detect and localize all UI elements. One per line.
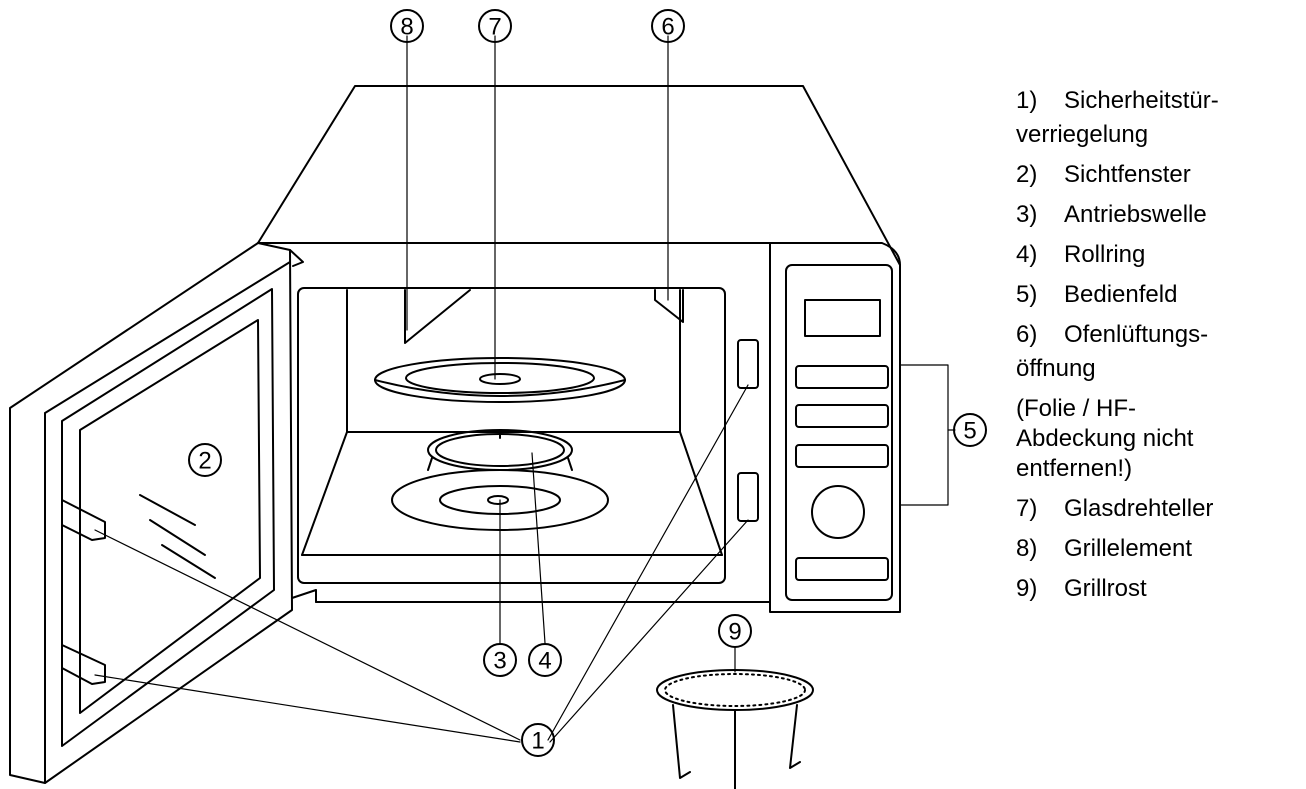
legend-label: Rollring <box>1064 241 1146 268</box>
panel-button-2 <box>795 404 889 428</box>
leader-lines <box>94 35 956 743</box>
legend-number: 5) <box>1016 281 1038 308</box>
callout-circle-8 <box>390 9 424 43</box>
legend-number: 1) <box>1016 87 1038 114</box>
legend-label: Antriebswelle <box>1064 201 1207 228</box>
door-inner-frame <box>44 261 291 784</box>
door-hinge-top <box>289 249 304 267</box>
grill-rack-grid <box>664 673 806 707</box>
control-panel-housing <box>769 242 901 613</box>
callout-circle-7 <box>478 9 512 43</box>
legend-label-continued: verriegelung <box>1016 121 1149 148</box>
microwave-diagram: 8 7 6 2 3 4 5 9 1 <box>9 9 987 789</box>
legend-item-3: 3) Antriebswelle <box>1016 200 1306 230</box>
legend-label-continued: öffnung <box>1016 355 1096 382</box>
window-reflection-1 <box>139 494 196 526</box>
callout-circle-5 <box>953 413 987 447</box>
legend-label: Sicherheitstür- <box>1064 87 1219 114</box>
legend-number: 6) <box>1016 321 1038 348</box>
door-window-frame <box>61 288 275 747</box>
callout-number-6: 6 <box>661 14 674 41</box>
door-latch-upper <box>61 499 106 541</box>
legend-item-6: 6) Ofenlüftungs- öffnung <box>1016 320 1306 384</box>
turntable-rim <box>374 379 626 397</box>
callout-number-8: 8 <box>400 14 413 41</box>
legend-number: 7) <box>1016 495 1038 522</box>
window-reflection-3 <box>161 544 216 579</box>
window-reflection-2 <box>149 519 206 556</box>
legend-item-8: 8) Grillelement <box>1016 534 1306 564</box>
grill-rack-legs <box>672 704 801 789</box>
legend-label: Ofenlüftungs- <box>1064 321 1209 348</box>
door-outline <box>9 242 293 784</box>
cavity-floor-right <box>679 431 723 556</box>
legend-item-2: 2) Sichtfenster <box>1016 160 1306 190</box>
legend-number: 2) <box>1016 161 1038 188</box>
glass-turntable-inner <box>405 362 595 394</box>
callout-circle-9 <box>718 614 752 648</box>
roller-ring-wheels <box>427 429 573 471</box>
legend-label: Bedienfeld <box>1064 281 1178 308</box>
callout-number-7: 7 <box>488 14 501 41</box>
legend-item-1: 1) Sicherheitstür- verriegelung <box>1016 86 1306 150</box>
callout-circle-1 <box>521 723 555 757</box>
legend-label: Grillrost <box>1064 575 1147 602</box>
callout-number-4: 4 <box>538 648 551 675</box>
legend-number: 3) <box>1016 201 1038 228</box>
legend-label: Sichtfenster <box>1064 161 1191 188</box>
legend-label: Grillelement <box>1064 535 1193 562</box>
callout-number-1: 1 <box>531 728 544 755</box>
callout-circle-4 <box>528 643 562 677</box>
legend-item-9: 9) Grillrost <box>1016 574 1306 604</box>
door-hinge-bottom <box>291 589 317 603</box>
panel-button-3 <box>795 444 889 468</box>
display-window <box>804 299 881 337</box>
latch-slot-upper <box>737 339 759 389</box>
drive-shaft <box>487 495 509 505</box>
callout-number-2: 2 <box>198 448 211 475</box>
callout-circle-3 <box>483 643 517 677</box>
door-release-button <box>795 557 889 581</box>
legend-note-line: entfernen!) <box>1016 455 1133 482</box>
legend-item-5: 5) Bedienfeld <box>1016 280 1306 310</box>
grill-rack <box>656 669 814 711</box>
callout-number-5: 5 <box>963 418 976 445</box>
callout-circle-2 <box>188 443 222 477</box>
legend-note: (Folie / HF- Abdeckung nicht entfernen!) <box>1016 394 1306 484</box>
cavity-opening <box>297 287 726 584</box>
vent-cover <box>654 289 684 323</box>
legend-note-line: Abdeckung nicht <box>1016 425 1194 452</box>
door-latch-lower <box>61 644 106 685</box>
parts-legend: 1) Sicherheitstür- verriegelung 2) Sichtfe… <box>1016 86 1306 614</box>
callout-number-3: 3 <box>493 648 506 675</box>
legend-number: 9) <box>1016 575 1038 602</box>
legend-item-7: 7) Glasdrehteller <box>1016 494 1306 524</box>
cavity-floor-left <box>301 431 348 556</box>
door-window <box>79 319 261 714</box>
legend-note-line: (Folie / HF- <box>1016 395 1136 422</box>
latch-slot-lower <box>737 472 759 522</box>
panel-button-1 <box>795 365 889 389</box>
legend-item-4: 4) Rollring <box>1016 240 1306 270</box>
legend-number: 8) <box>1016 535 1038 562</box>
control-panel-face <box>785 264 893 601</box>
cavity-back-wall <box>346 289 681 433</box>
callout-number-9: 9 <box>728 619 741 646</box>
cabinet-front-frame <box>289 242 771 603</box>
legend-label: Glasdrehteller <box>1064 495 1214 522</box>
legend-number: 4) <box>1016 241 1038 268</box>
cabinet-top <box>257 85 901 266</box>
grill-element-cover <box>404 289 471 344</box>
control-knob <box>811 485 865 539</box>
callout-circle-6 <box>651 9 685 43</box>
turntable-hub <box>479 373 521 385</box>
